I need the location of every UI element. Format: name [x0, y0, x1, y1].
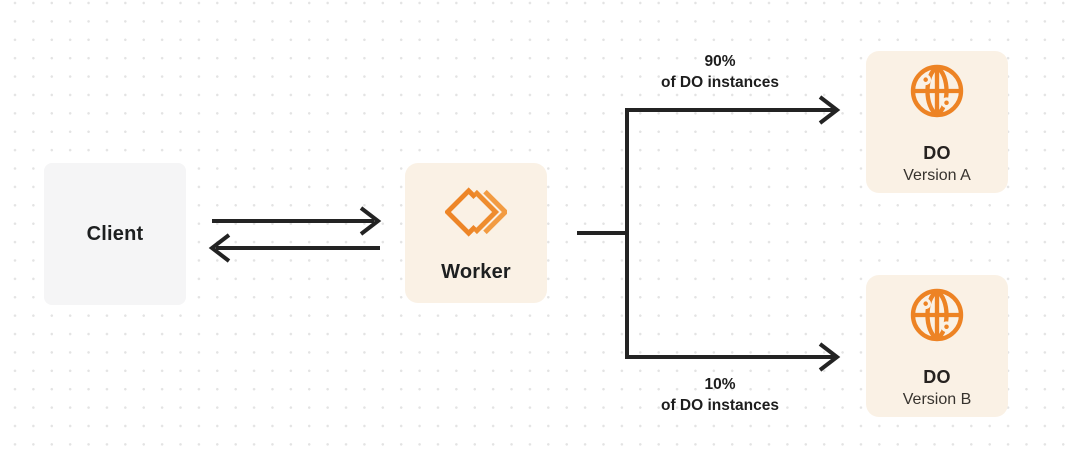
branch-90-percent: 90%: [704, 53, 736, 70]
client-node: Client: [44, 163, 186, 305]
worker-label: Worker: [441, 261, 511, 283]
branch-label-90: 90% of DO instances: [610, 51, 830, 93]
workers-icon: [445, 187, 507, 237]
branch-10-percent: 10%: [704, 376, 736, 393]
globe-icon: [910, 64, 964, 118]
do-a-title: DO: [923, 143, 951, 163]
do-version-a-node: DO Version A: [866, 51, 1008, 193]
worker-node: Worker: [405, 163, 547, 303]
do-a-subtitle: Version A: [903, 167, 971, 184]
do-b-subtitle: Version B: [902, 391, 972, 408]
branch-10-caption: of DO instances: [661, 397, 779, 414]
globe-icon: [910, 288, 964, 342]
edge-client-to-worker: [212, 206, 382, 236]
do-version-b-node: DO Version B: [866, 275, 1008, 417]
client-label: Client: [86, 222, 144, 245]
edge-branch-to-do-a: [625, 95, 841, 125]
arrowhead-left-icon: [208, 233, 231, 263]
edge-branch-to-do-b: [625, 342, 841, 372]
edge-branch-trunk: [577, 110, 629, 357]
do-b-title: DO: [923, 367, 951, 387]
edge-worker-to-client: [208, 233, 380, 263]
branch-label-10: 10% of DO instances: [610, 374, 830, 416]
arrowhead-right-icon: [818, 342, 841, 372]
arrowhead-right-icon: [359, 206, 382, 236]
branch-90-caption: of DO instances: [661, 74, 779, 91]
arrowhead-right-icon: [818, 95, 841, 125]
